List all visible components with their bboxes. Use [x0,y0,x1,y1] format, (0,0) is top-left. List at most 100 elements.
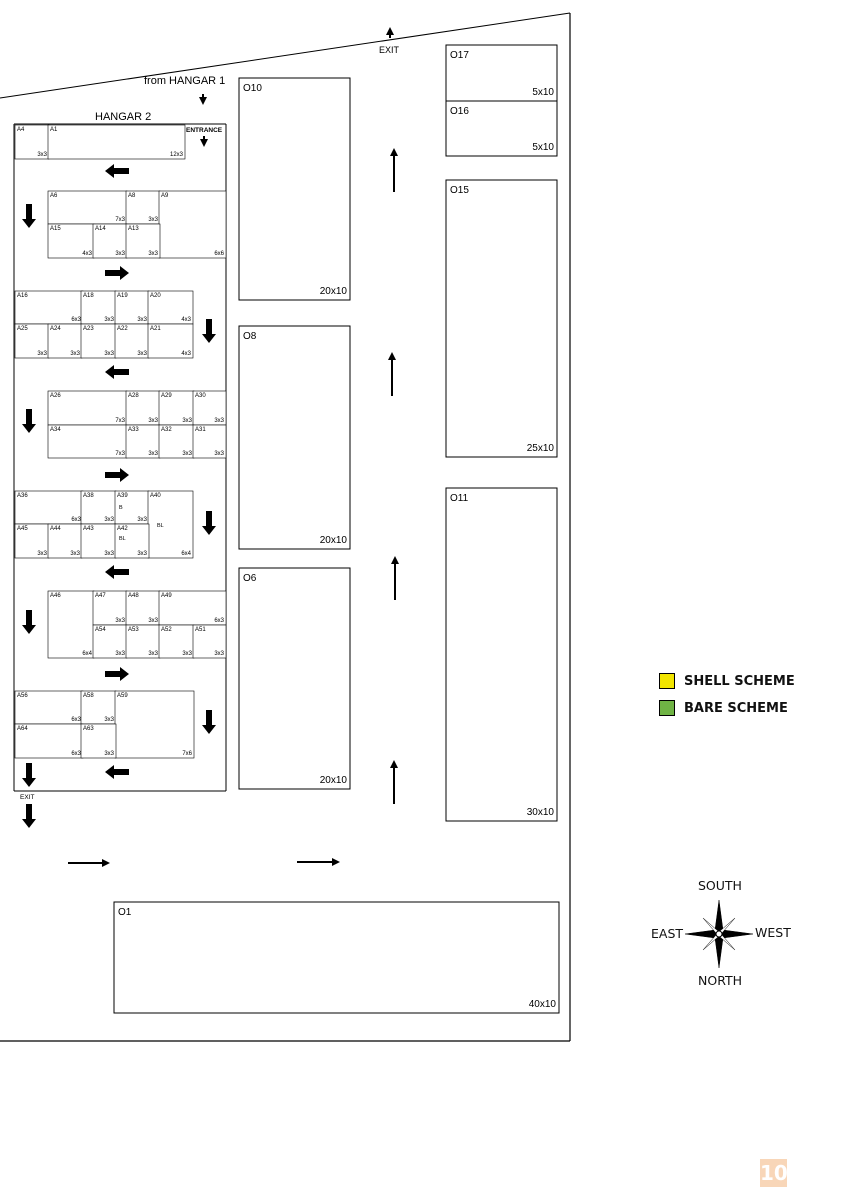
stand-box [125,590,161,626]
stand-size: 40x10 [529,999,557,1010]
stand-size: 6x4 [181,551,191,557]
stand-id: A4 [17,127,25,133]
stand-id: A43 [83,526,94,532]
stand-size: 3x3 [70,351,80,357]
stand-size: 3x3 [182,451,192,457]
stand-box [113,901,560,1014]
arrow-up-icon [390,148,398,192]
stand-box [47,590,95,659]
shell-scheme-swatch [659,673,675,689]
stand-size: 3x3 [137,317,147,323]
stand-size: 3x3 [148,251,158,257]
stand-a28[interactable]: A28 3x3 [125,390,161,426]
legend-item-shell: SHELL SCHEME [659,672,795,690]
stand-box [445,44,558,102]
stand-size: 3x3 [148,618,158,624]
stand-size: 3x3 [115,618,125,624]
stand-box [47,390,128,426]
stand-id: A28 [128,393,139,399]
stand-box [80,723,117,759]
stand-id: A59 [117,693,128,699]
stand-size: 3x3 [70,551,80,557]
stand-box [47,323,83,359]
arrow-down-icon [22,409,36,433]
stand-id: A30 [195,393,206,399]
stand-size: 5x10 [532,142,554,153]
stand-box [14,124,50,160]
stand-id: A63 [83,726,94,732]
stand-a4[interactable]: A4 3x3 [14,124,50,160]
arrow-right-icon [105,266,129,280]
arrow-down-icon [202,319,216,343]
stand-id: A25 [17,326,28,332]
stand-a13[interactable]: A13 3x3 [125,223,161,259]
stand-box [80,690,117,725]
stand-box [192,424,227,459]
stand-size: 6x6 [214,251,224,257]
stand-box [158,590,227,626]
stand-size: 3x3 [104,717,114,723]
stand-id: A13 [128,226,139,232]
arrow-up-icon [386,27,394,38]
stand-size: 3x3 [148,418,158,424]
stand-id: A18 [83,293,94,299]
stand-size: 3x3 [137,351,147,357]
stand-id: A1 [50,127,58,133]
stand-box [445,179,558,458]
stand-size: 3x3 [37,152,47,158]
arrow-down-icon [22,204,36,228]
